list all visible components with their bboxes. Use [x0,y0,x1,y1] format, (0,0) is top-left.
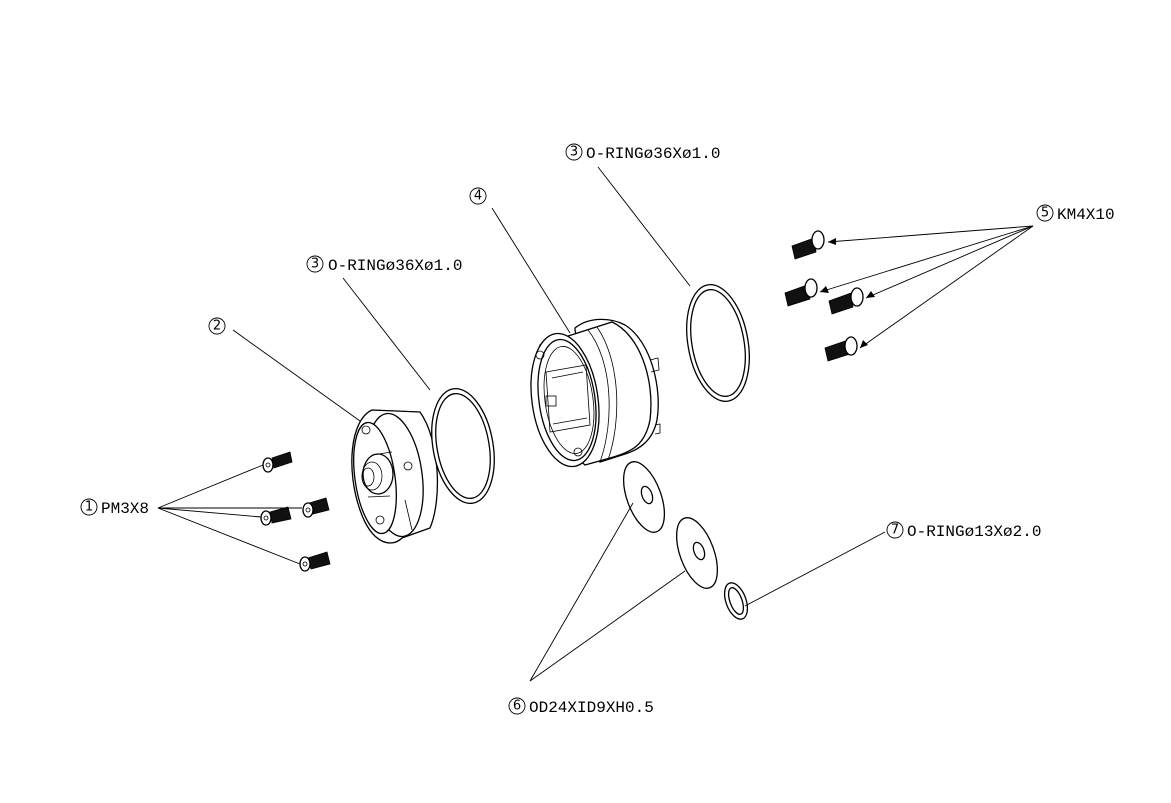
callout-6-number: 6 [513,699,521,714]
screw-5c [828,287,864,315]
leader-3-left [342,277,431,391]
screw-1d [299,551,331,572]
washer-6b [675,517,719,589]
leader-5 [819,225,1034,349]
part-3-o-ring-right [686,284,750,402]
callout-3-right: 3 O-RINGø36Xø1.0 [565,143,720,163]
part-1-screws [260,451,331,572]
leader-3-right [597,166,691,287]
part-2-end-cap [351,409,439,544]
leader-6 [529,502,686,682]
callout-3-left-label: O-RINGø36Xø1.0 [328,257,462,275]
callout-3-right-label: O-RINGø36Xø1.0 [586,145,720,163]
screw-1c [260,506,292,526]
leader-2 [232,329,361,422]
part-4-housing [530,318,661,468]
callout-7-number: 7 [891,523,899,538]
callout-4-number: 4 [474,189,482,204]
callout-6: 6 OD24XID9XH0.5 [508,697,654,717]
callout-7: 7 O-RINGø13Xø2.0 [886,521,1041,541]
callout-1-label: PM3X8 [101,500,149,518]
part-5-screws [784,230,864,362]
callout-3-left: 3 O-RINGø36Xø1.0 [306,255,462,275]
part-7-small-o-ring [723,582,749,620]
callout-6-label: OD24XID9XH0.5 [529,699,654,717]
part-3-o-ring-left [431,387,495,505]
callout-7-label: O-RINGø13Xø2.0 [907,523,1041,541]
callout-5-number: 5 [1041,206,1049,221]
callout-4: 4 [469,187,487,205]
callout-1-number: 1 [85,500,93,515]
callout-5: 5 KM4X10 [1036,204,1115,224]
screw-5d [824,336,858,362]
callout-3-right-number: 3 [570,145,578,160]
leader-4 [491,207,571,334]
screw-5b [784,278,818,307]
screw-1a [262,451,293,473]
part-6-washers [622,461,719,589]
callout-2-number: 2 [213,319,221,334]
screw-1b [302,497,330,518]
callout-2: 2 [208,317,226,335]
screw-5a [791,230,825,260]
washer-6a [622,461,666,533]
leader-7 [744,531,886,607]
callout-1: 1 PM3X8 [80,498,149,518]
callout-5-label: KM4X10 [1057,206,1115,224]
leader-lines [157,166,1034,682]
callout-3-left-number: 3 [311,257,319,272]
leader-1 [157,464,302,565]
